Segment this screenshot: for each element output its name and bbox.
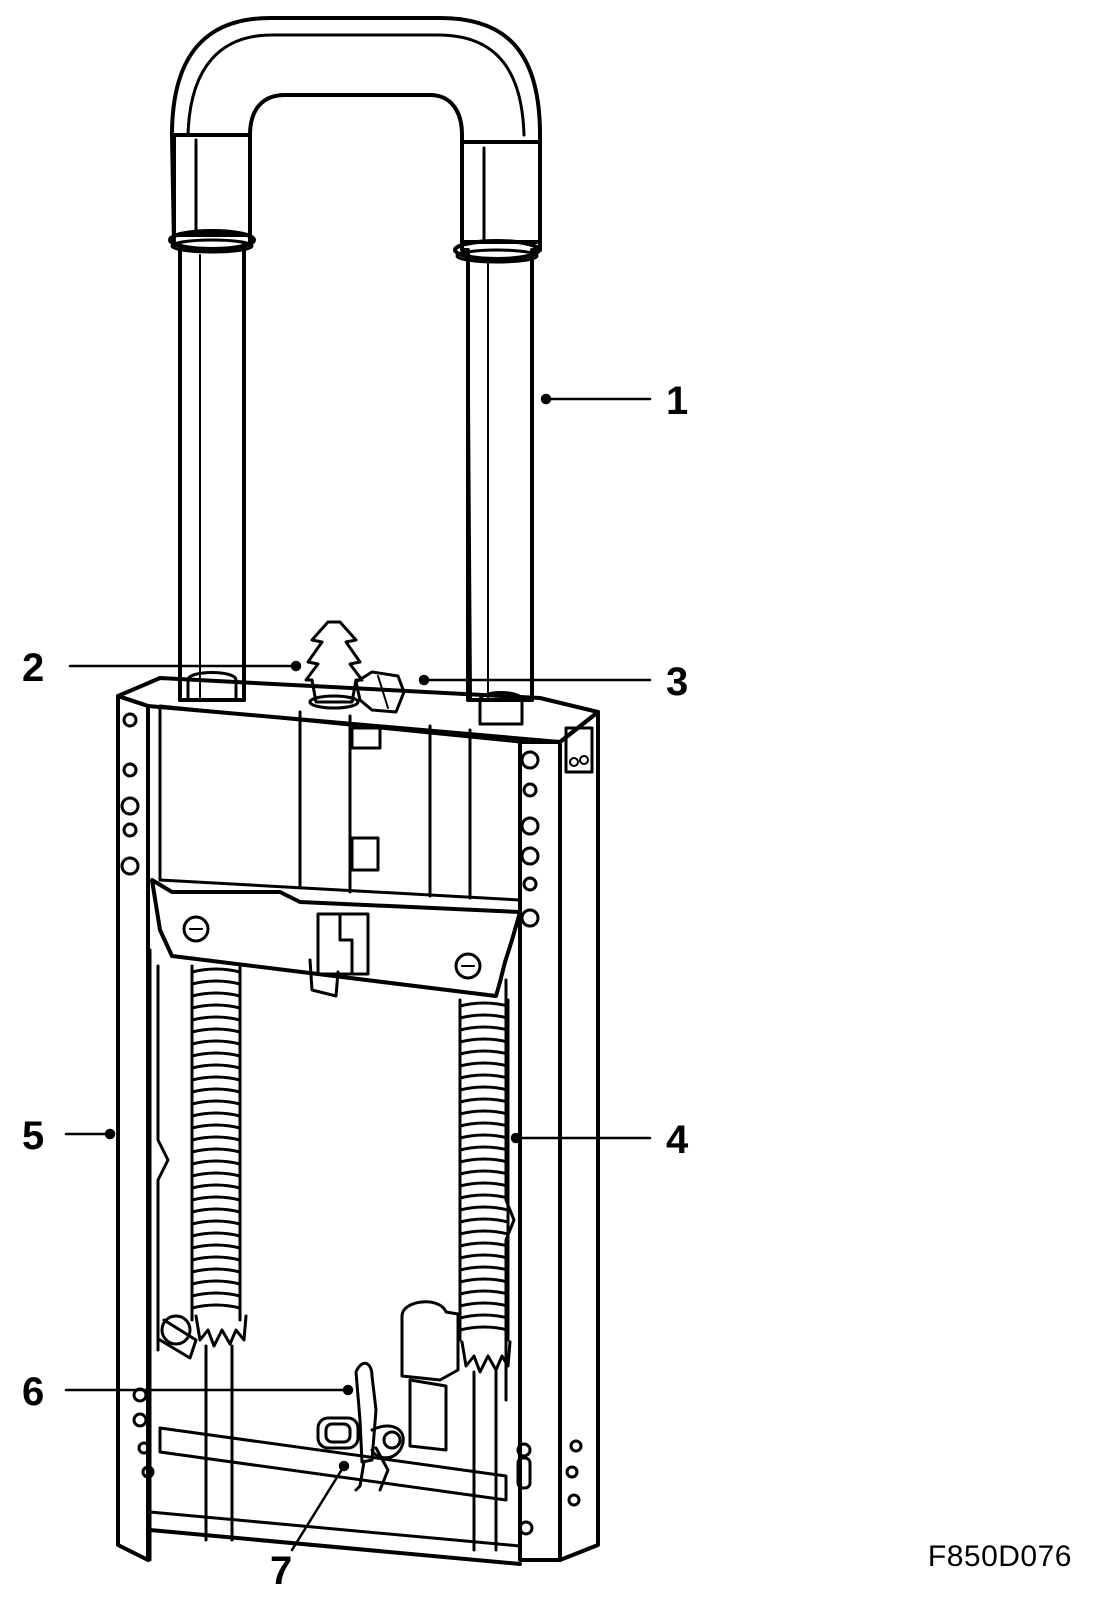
clip	[354, 670, 406, 714]
headrest-tube	[168, 16, 542, 702]
callout-7: 7	[270, 1549, 292, 1593]
callout-4: 4	[666, 1118, 689, 1162]
callout-6: 6	[22, 1370, 44, 1414]
callout-5: 5	[22, 1114, 44, 1158]
left-side-rail	[120, 712, 170, 1562]
cross-member	[150, 878, 522, 998]
bump-stop	[304, 620, 364, 710]
callout-3: 3	[666, 660, 688, 704]
lever-mechanism	[148, 1300, 522, 1566]
callout-leaders	[64, 393, 652, 1552]
coil-spring-right	[458, 998, 512, 1552]
callout-2: 2	[22, 646, 44, 690]
coil-spring-left	[190, 964, 248, 1542]
callout-1: 1	[666, 379, 688, 423]
figure-code: F850D076	[927, 1540, 1072, 1573]
